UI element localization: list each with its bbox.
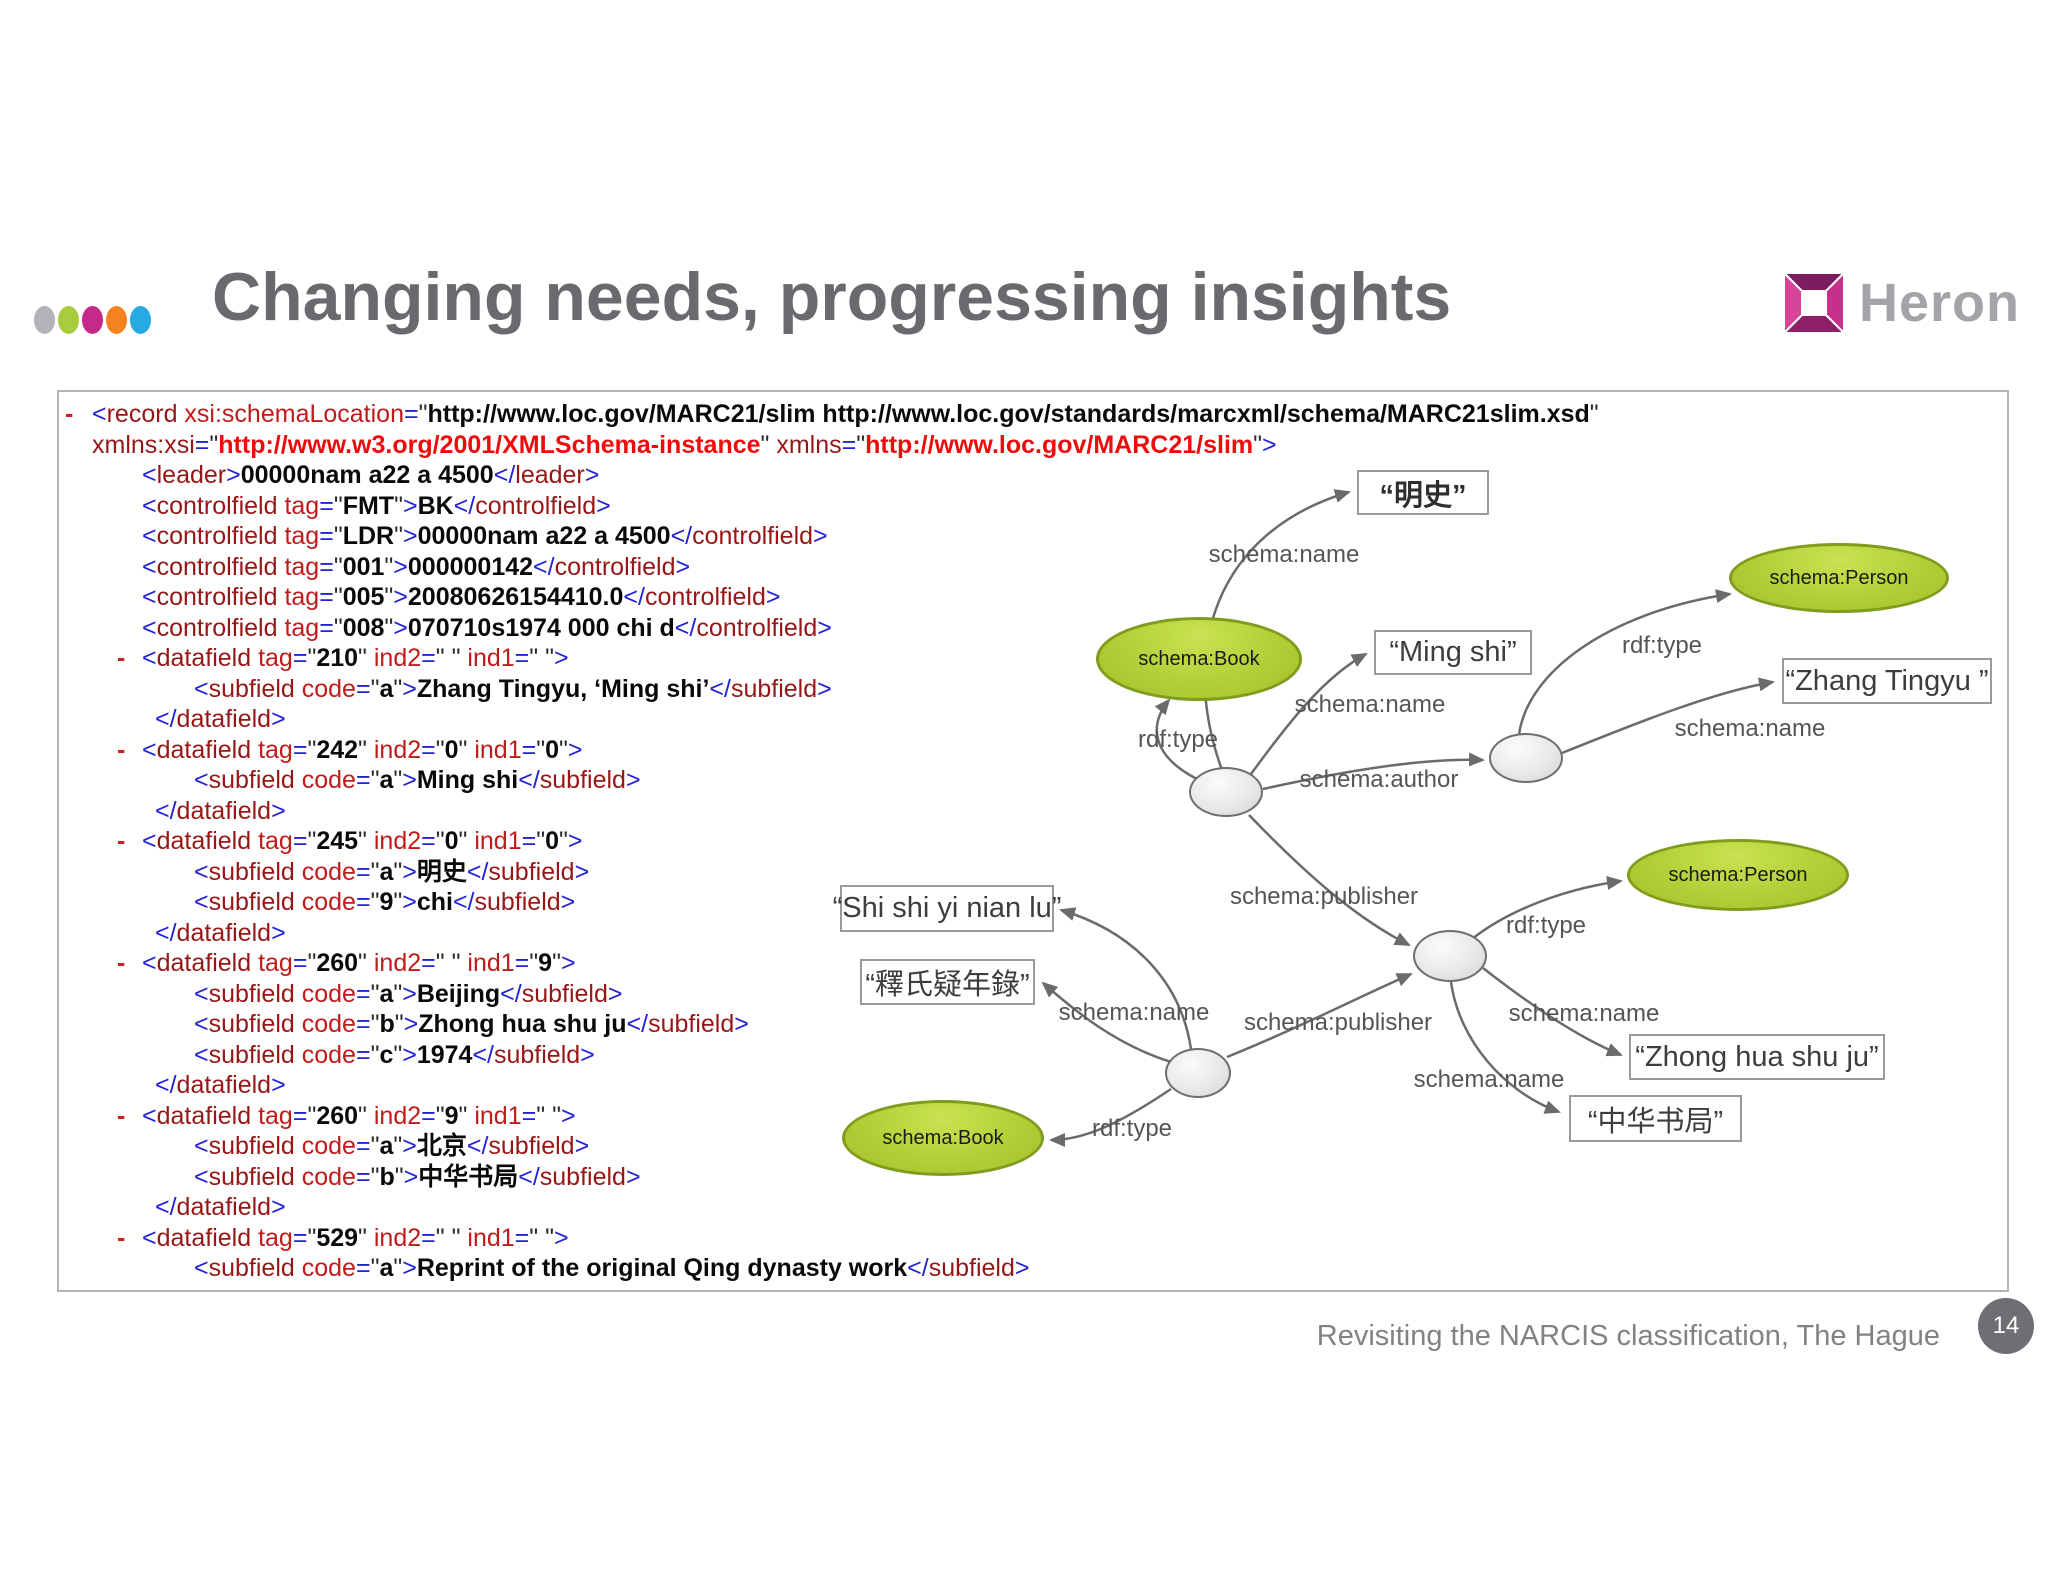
xml-code: -<record xsi:schemaLocation="http://www.…: [59, 399, 2007, 1284]
rdf-edge-13: [1226, 972, 1413, 1059]
edge-label-schema-name: schema:name: [1294, 691, 1446, 718]
collapse-dash-icon: -: [117, 1223, 126, 1252]
rdf-edge-6: [1561, 677, 1775, 755]
xml-line: <subfield code="a">明史</subfield>: [194, 857, 590, 886]
brand-dots: [34, 306, 151, 334]
heron-logo: Heron: [1783, 272, 2020, 334]
edge-label-schema-name: schema:name: [1208, 541, 1360, 568]
xml-line: <leader>00000nam a22 a 4500</leader>: [142, 461, 600, 489]
xml-line: <subfield code="a">Zhang Tingyu, ‘Ming s…: [194, 674, 832, 703]
literal-box-1: “Ming shi”: [1374, 630, 1532, 675]
rdf-edge-1: [1249, 652, 1368, 775]
class-ellipse-schema-person: schema:Person: [1729, 543, 1949, 613]
rdf-edge-11: [1041, 981, 1172, 1064]
class-ellipse-schema-book: schema:Book: [1096, 617, 1302, 701]
xml-line: <controlfield tag="008">070710s1974 000 …: [142, 613, 832, 642]
xml-line: </datafield>: [155, 796, 286, 825]
literal-box-3: “Shi shi yi nian lu”: [833, 885, 1061, 932]
footer-caption: Revisiting the NARCIS classification, Th…: [1316, 1320, 1940, 1352]
xml-line: -<datafield tag="210" ind2=" " ind1=" ">: [117, 644, 569, 672]
content-box: -<record xsi:schemaLocation="http://www.…: [57, 390, 2009, 1292]
brand-dot-1-icon: [58, 306, 79, 334]
rdf-edge-2: [1154, 698, 1198, 781]
xml-line: <subfield code="a">Beijing</subfield>: [194, 979, 623, 1008]
blank-node-1: [1489, 733, 1563, 783]
rdf-edge-4: [1248, 814, 1411, 947]
xml-line: <controlfield tag="001">000000142</contr…: [142, 552, 691, 581]
rdf-edge-12: [1049, 1087, 1172, 1147]
rdf-graph: schema:Book schema:Person schema:Person sch…: [59, 392, 2007, 1290]
literal-box-5: “Zhong hua shu ju”: [1629, 1034, 1885, 1080]
rdf-edge-9: [1449, 981, 1561, 1114]
edge-label-rdf-type: rdf:type: [1137, 726, 1219, 753]
edge-label-schema-name: schema:name: [1058, 999, 1210, 1026]
edge-label-schema-publisher: schema:publisher: [1229, 883, 1419, 910]
collapse-dash-icon: -: [117, 644, 126, 672]
literal-box-0: “明史”: [1357, 470, 1489, 515]
xml-line: xmlns:xsi="http://www.w3.org/2001/XMLSch…: [92, 430, 1277, 459]
xml-line: -<datafield tag="260" ind2=" " ind1="9">: [117, 949, 576, 977]
xml-line: <subfield code="c">1974</subfield>: [194, 1040, 595, 1069]
xml-line: </datafield>: [155, 1193, 286, 1221]
heron-logo-text: Heron: [1859, 273, 2021, 333]
xml-line: -<datafield tag="260" ind2="9" ind1=" ">: [117, 1101, 576, 1130]
literal-box-2: “Zhang Tingyu ”: [1782, 658, 1992, 704]
xml-line: </datafield>: [155, 1071, 286, 1099]
xml-line: <subfield code="9">chi</subfield>: [194, 888, 576, 916]
xml-line: <subfield code="a">Ming shi</subfield>: [194, 766, 641, 794]
xml-line: <subfield code="a">Reprint of the origin…: [194, 1254, 1030, 1282]
xml-line: </datafield>: [155, 705, 286, 733]
xml-line: -<datafield tag="245" ind2="0" ind1="0">: [117, 827, 583, 855]
literal-box-4: “釋氏疑年錄”: [860, 959, 1035, 1005]
edge-label-schema-author: schema:author: [1299, 766, 1459, 793]
xml-line: <subfield code="a">北京</subfield>: [194, 1132, 590, 1160]
class-ellipse-schema-person: schema:Person: [1627, 839, 1849, 911]
blank-node-3: [1165, 1048, 1231, 1098]
edge-label-rdf-type: rdf:type: [1091, 1115, 1173, 1142]
xml-line: <controlfield tag="005">20080626154410.0…: [142, 583, 781, 611]
edge-label-schema-name: schema:name: [1413, 1066, 1565, 1093]
rdf-edge-3: [1262, 752, 1485, 791]
xml-line: <subfield code="b">Zhong hua shu ju</sub…: [194, 1010, 749, 1038]
rdf-edge-0: [1203, 489, 1351, 771]
xml-line: -<datafield tag="529" ind2=" " ind1=" ">: [117, 1223, 569, 1252]
xml-line: <controlfield tag="FMT">BK</controlfield…: [142, 491, 611, 520]
rdf-edge-8: [1482, 967, 1623, 1057]
rdf-edge-10: [1059, 907, 1193, 1050]
rdf-edge-7: [1471, 876, 1623, 940]
literal-box-6: “中华书局”: [1569, 1095, 1742, 1142]
edge-label-schema-name: schema:name: [1508, 1000, 1660, 1027]
edge-label-rdf-type: rdf:type: [1621, 632, 1703, 659]
collapse-dash-icon: -: [117, 735, 126, 764]
collapse-dash-icon: -: [117, 1101, 126, 1130]
rdf-edge-5: [1517, 589, 1732, 736]
blank-node-2: [1413, 930, 1487, 982]
edge-label-schema-publisher: schema:publisher: [1243, 1009, 1433, 1036]
xml-line: -<record xsi:schemaLocation="http://www.…: [65, 400, 1599, 428]
brand-dot-3-icon: [106, 306, 127, 334]
collapse-dash-icon: -: [117, 827, 126, 855]
brand-dot-0-icon: [34, 306, 55, 334]
rdf-graph-edges: [1041, 489, 1775, 1147]
xml-line: -<datafield tag="242" ind2="0" ind1="0">: [117, 735, 583, 764]
xml-line: </datafield>: [155, 918, 286, 947]
brand-dot-2-icon: [82, 306, 103, 334]
collapse-dash-icon: -: [65, 400, 74, 428]
brand-dot-4-icon: [130, 306, 151, 334]
heron-logo-mark-icon: [1783, 272, 1845, 334]
page-title: Changing needs, progressing insights: [212, 259, 1452, 335]
edge-label-schema-name: schema:name: [1674, 715, 1826, 742]
xml-line: <controlfield tag="LDR">00000nam a22 a 4…: [142, 522, 828, 550]
class-ellipse-schema-book: schema:Book: [842, 1100, 1044, 1176]
edge-label-rdf-type: rdf:type: [1505, 912, 1587, 939]
xml-line: <subfield code="b">中华书局</subfield>: [194, 1162, 641, 1191]
page-number-badge: 14: [1978, 1298, 2034, 1354]
blank-node-0: [1189, 767, 1263, 817]
collapse-dash-icon: -: [117, 949, 126, 977]
